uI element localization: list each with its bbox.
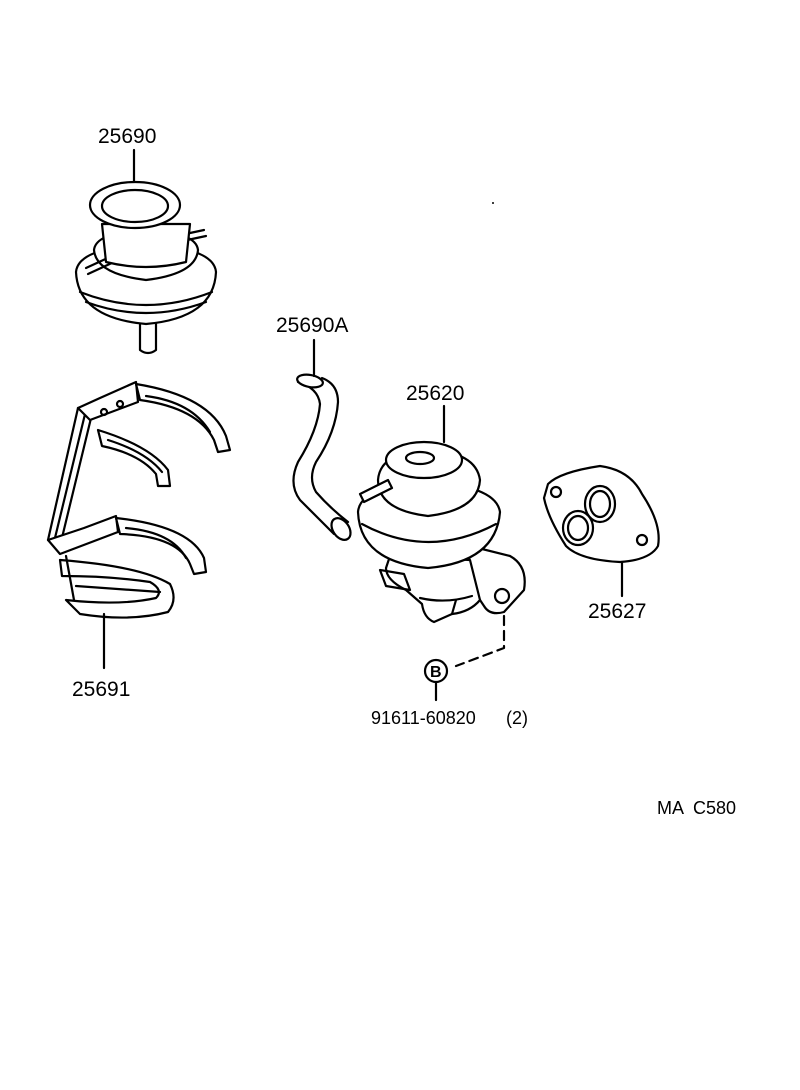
fastener-quantity: (2) <box>506 708 528 728</box>
speck <box>492 202 494 204</box>
part-25620-drawing: 25620 <box>356 382 526 624</box>
label-25627: 25627 <box>588 600 646 623</box>
part-25690-drawing: 25690 <box>74 125 218 355</box>
label-25691: 25691 <box>72 678 130 701</box>
fastener-marker: B <box>430 664 442 681</box>
label-25690: 25690 <box>98 125 156 148</box>
part-25627-drawing: 25627 <box>542 464 660 623</box>
fastener-part-number: 91611-60820 <box>371 708 476 728</box>
label-25690A: 25690A <box>276 314 348 337</box>
fastener-callout: B 91611-60820 (2) <box>371 614 528 728</box>
reference-code: MA C580 <box>657 798 736 818</box>
label-25620: 25620 <box>406 382 464 405</box>
part-25690A-drawing: 25690A <box>276 314 352 541</box>
part-25691-drawing: 25691 <box>46 380 232 701</box>
